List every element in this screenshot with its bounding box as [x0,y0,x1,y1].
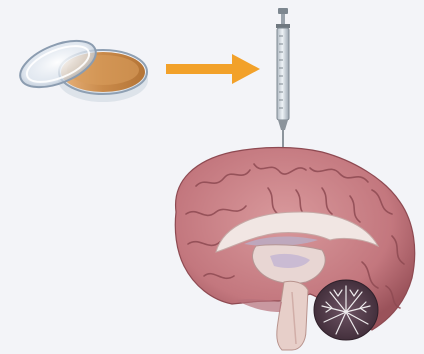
arrow-right-icon [166,54,260,84]
syringe-plunger-head [278,8,288,14]
syringe-barrel [277,28,289,120]
petri-dish-icon [14,31,148,102]
brain-sagittal-section [175,148,414,351]
syringe-icon [276,8,290,152]
cerebellum [314,280,378,340]
